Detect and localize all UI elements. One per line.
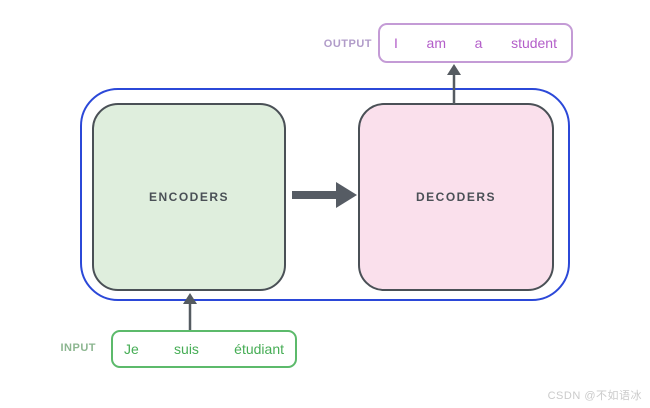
input-token: suis: [174, 341, 199, 357]
encoder-to-decoder-arrow-icon: [292, 182, 357, 208]
model-container-frame: [80, 88, 570, 301]
output-token: I: [394, 35, 398, 51]
output-label: OUTPUT: [323, 38, 372, 50]
input-token: étudiant: [234, 341, 284, 357]
input-to-encoder-arrow-icon: [183, 293, 197, 332]
encoders-label: ENCODERS: [148, 190, 229, 204]
output-token: a: [474, 35, 483, 51]
decoder-to-output-arrow-icon: [447, 64, 461, 104]
decoders-label: DECODERS: [415, 190, 496, 204]
input-token: Je: [124, 341, 139, 357]
output-token: student: [511, 35, 557, 51]
output-token-box: I am a student: [378, 23, 573, 63]
encoders-block: ENCODERS: [92, 103, 286, 291]
decoders-block: DECODERS: [358, 103, 554, 291]
input-label: INPUT: [60, 342, 96, 354]
watermark: CSDN @不如语冰: [547, 390, 642, 402]
output-token: am: [426, 35, 446, 51]
input-token-box: Je suis étudiant: [111, 330, 297, 368]
